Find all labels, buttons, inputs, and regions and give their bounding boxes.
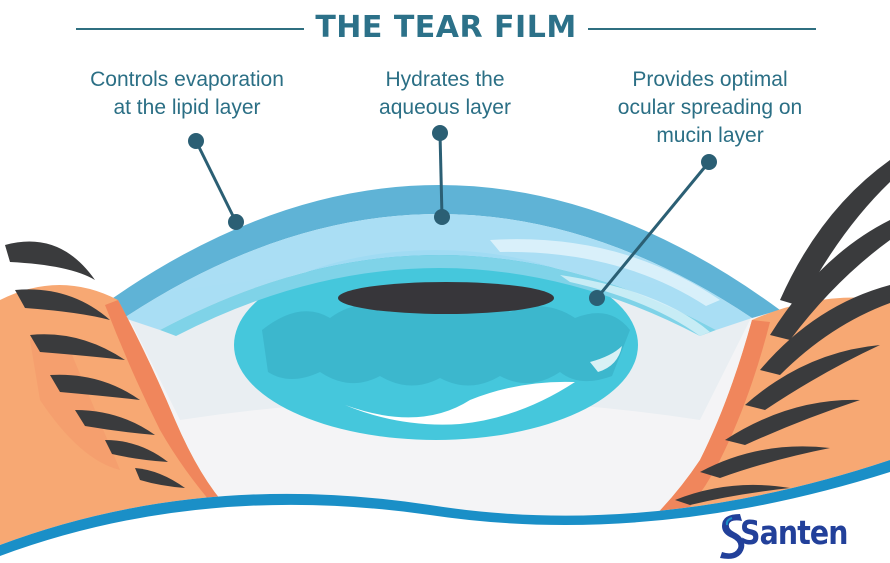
lipid-layer	[96, 185, 780, 318]
eyelid-left-edge	[105, 300, 300, 563]
eyelid-right-edge	[600, 320, 770, 563]
lashes-right	[675, 160, 890, 505]
callout-mucin	[589, 154, 717, 306]
page-title: THE TEAR FILM	[315, 10, 577, 45]
label-aqueous-layer: Hydrates the aqueous layer	[379, 68, 511, 119]
lashes-left	[5, 241, 185, 488]
title-divider-left	[76, 28, 304, 30]
cornea-shine-2	[560, 275, 710, 336]
callout-aqueous	[432, 125, 450, 225]
santen-logo-text: Santen	[740, 513, 849, 552]
iris-highlight	[345, 381, 575, 425]
santen-logo: Santen	[718, 510, 858, 562]
santen-logo-icon	[720, 514, 745, 559]
mucin-layer	[160, 255, 716, 336]
iris-highlight-2	[590, 346, 622, 372]
callout-lipid	[188, 133, 244, 230]
pupil	[338, 282, 554, 314]
label-lipid-layer: Controls evaporation at the lipid layer	[90, 68, 284, 119]
aqueous-layer	[124, 214, 752, 330]
title-bar: THE TEAR FILM	[0, 6, 890, 50]
iris-texture	[262, 301, 630, 386]
eyelid-left-shade	[30, 336, 120, 470]
bottom-wave-stripe	[0, 460, 890, 556]
label-mucin-layer: Provides optimal ocular spreading on muc…	[617, 68, 803, 147]
cornea-shine	[490, 239, 720, 306]
title-divider-right	[588, 28, 816, 30]
